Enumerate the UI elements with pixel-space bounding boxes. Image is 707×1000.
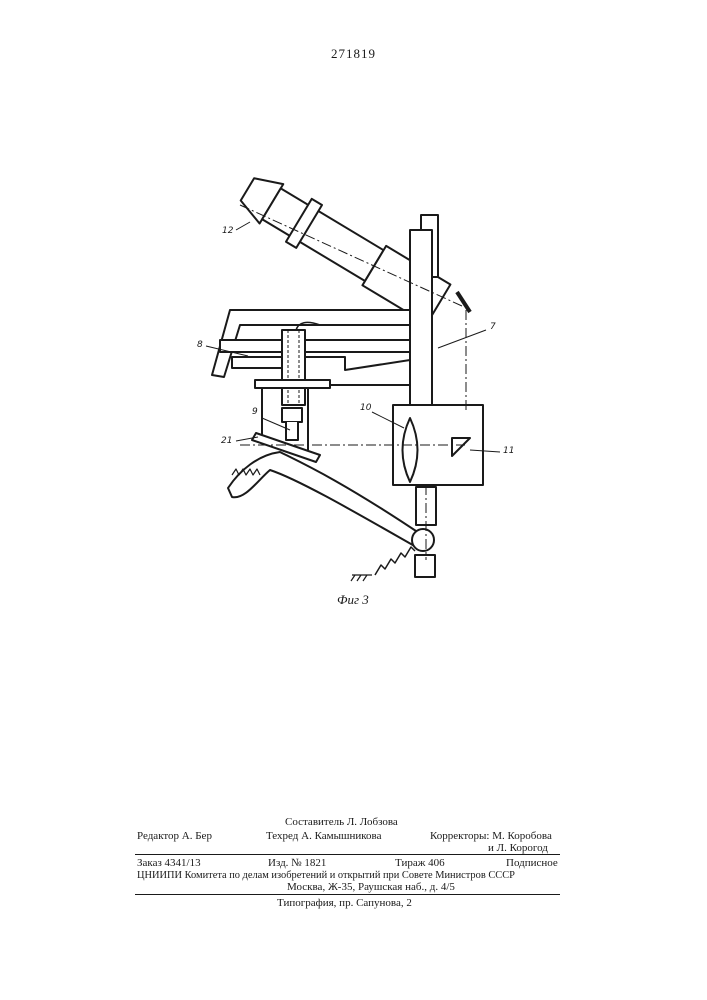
ground-hatch xyxy=(351,575,372,581)
imprint-printing: Типография, пр. Сапунова, 2 xyxy=(277,897,412,910)
label-11: 11 xyxy=(503,446,514,456)
label-12: 12 xyxy=(222,226,233,236)
eyepiece-tube xyxy=(262,188,383,281)
label-21: 21 xyxy=(221,436,232,446)
figure-caption: Фиг 3 xyxy=(337,592,369,608)
roller xyxy=(412,529,434,551)
imprint-compiler: Составитель Л. Лобзова xyxy=(285,816,398,829)
label-10: 10 xyxy=(360,403,371,413)
central-tube xyxy=(282,330,305,405)
base-block xyxy=(415,555,435,577)
spring xyxy=(375,547,415,575)
leader-7 xyxy=(438,330,486,348)
leader-12 xyxy=(236,222,250,230)
arm-right xyxy=(305,340,410,352)
imprint-rule-top xyxy=(135,854,560,855)
mirror xyxy=(457,292,470,312)
imprint-editor: Редактор А. Бер xyxy=(137,830,212,843)
label-7: 7 xyxy=(490,322,496,332)
flange xyxy=(255,380,330,388)
imprint-rule-bottom xyxy=(135,894,560,895)
lower-body xyxy=(232,357,282,368)
arm-left xyxy=(220,340,282,352)
label-9: 9 xyxy=(252,407,258,417)
nozzle xyxy=(282,408,302,422)
plate-7 xyxy=(410,230,432,405)
imprint-techeditor: Техред А. Камышникова xyxy=(266,830,381,843)
imprint-address: Москва, Ж-35, Раушская наб., д. 4/5 xyxy=(287,881,455,894)
label-8: 8 xyxy=(197,340,203,350)
